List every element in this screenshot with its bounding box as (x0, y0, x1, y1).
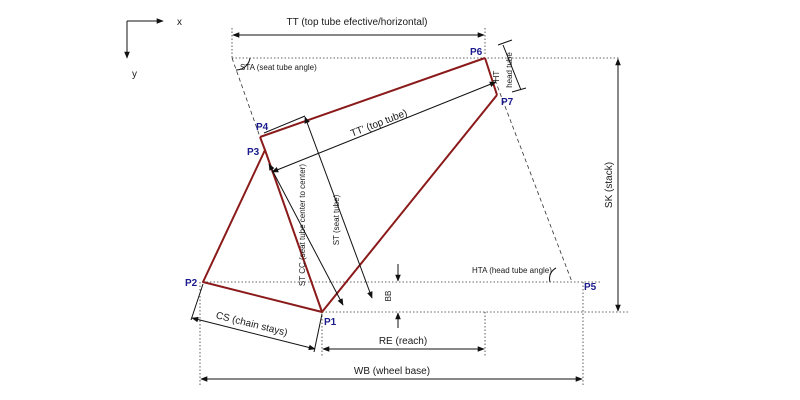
tt-label: TT (top tube efective/horizontal) (287, 17, 428, 28)
tt-prime-label: TT' (top tube) (349, 108, 409, 140)
hta-label: HTA (head tube angle) (472, 266, 552, 275)
point-p7: P7 (501, 97, 514, 108)
sk-label: SK (stack) (604, 162, 615, 208)
point-p2: P2 (185, 278, 198, 289)
cs-dimension (191, 316, 316, 351)
st-label: ST (seat tube) (332, 194, 341, 245)
head-tube-label: head tube (505, 52, 514, 88)
ht-dimension (502, 44, 522, 91)
point-p3: P3 (247, 147, 260, 158)
seat-tube-extension (259, 136, 266, 151)
hta-arc (549, 267, 557, 283)
sta-label: STA (seat tube angle) (240, 63, 317, 72)
st-dimension (304, 116, 373, 299)
cs-ext-left (190, 283, 204, 321)
point-p1: P1 (324, 317, 337, 328)
st-cc-label: ST CC (seat tube center to center) (298, 164, 307, 286)
cs-label: CS (chain stays) (215, 310, 289, 338)
x-axis-label: x (177, 17, 182, 28)
bb-label: BB (384, 291, 393, 302)
ht-tick-top (497, 39, 513, 46)
head-tube-angle-line (494, 79, 573, 283)
bike-frame (202, 57, 498, 313)
ht-label: HT (492, 71, 501, 82)
point-p5: P5 (584, 282, 597, 293)
point-p4: P4 (256, 122, 269, 133)
point-p6: P6 (470, 47, 483, 58)
ht-tick-bottom (511, 87, 527, 93)
cs-ext-right (313, 313, 323, 353)
re-label: RE (reach) (379, 336, 427, 347)
coordinate-axes: x y (124, 17, 182, 80)
y-axis-label: y (132, 69, 137, 80)
point-labels: P1 P2 P3 P4 P5 P6 P7 (185, 47, 597, 328)
sta-arc (235, 57, 251, 71)
dimension-lines (190, 32, 621, 382)
tt-prime-ext-top (263, 115, 306, 134)
down-tube (321, 94, 498, 313)
wb-label: WB (wheel base) (354, 366, 430, 377)
